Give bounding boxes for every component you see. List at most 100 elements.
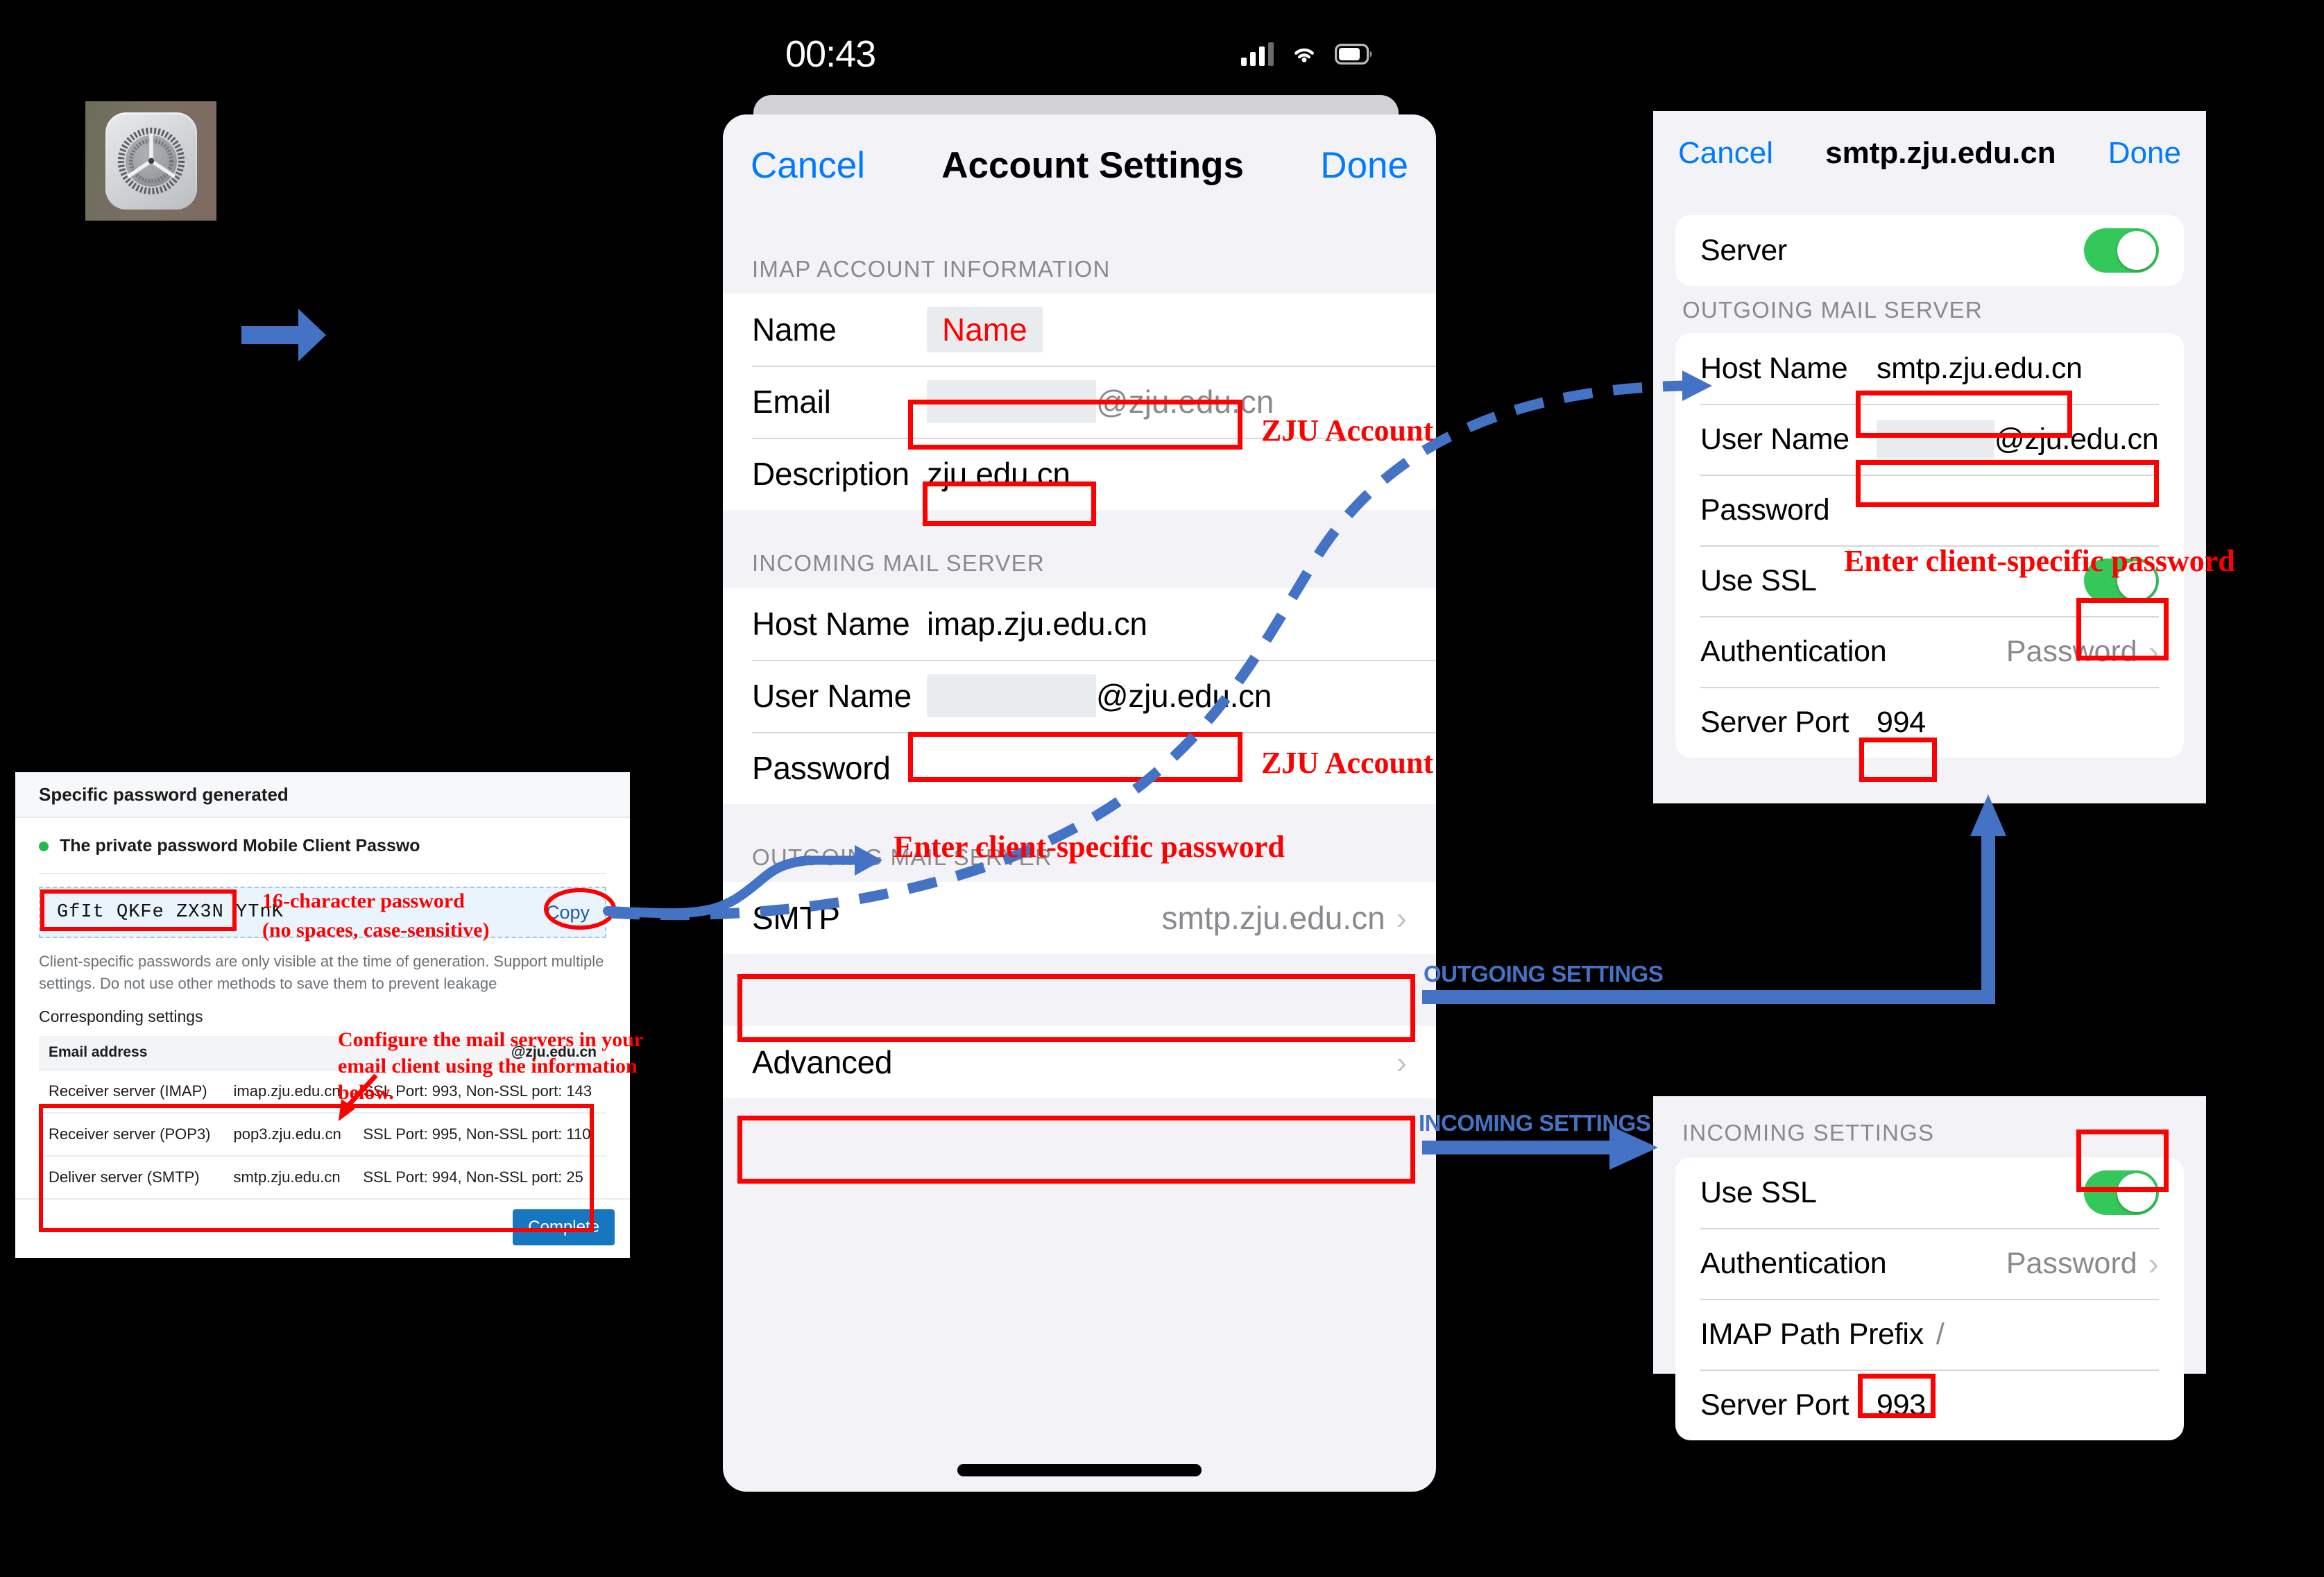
- chevron-right-icon: ›: [1396, 1044, 1407, 1080]
- smtp-page-title: smtp.zju.edu.cn: [1825, 136, 2056, 170]
- row-name[interactable]: Name Name: [723, 293, 1436, 366]
- ios-status-bar: 00:43: [723, 19, 1436, 89]
- row-email-value[interactable]: @zju.edu.cn: [1096, 384, 1274, 420]
- inc-row-server-port-value[interactable]: 993: [1877, 1388, 1926, 1422]
- smtp-cancel-button[interactable]: Cancel: [1678, 136, 1773, 170]
- row-host-name-value[interactable]: imap.zju.edu.cn: [927, 606, 1147, 642]
- cell-server-ports: SSL Port: 995, Non-SSL port: 110: [353, 1111, 606, 1156]
- row-name-value[interactable]: Name: [942, 312, 1027, 348]
- inc-row-use-ssl[interactable]: Use SSL: [1675, 1157, 2184, 1228]
- smtp-row-authentication[interactable]: Authentication Password ›: [1675, 616, 2184, 687]
- chevron-right-icon: ›: [2148, 633, 2159, 670]
- cell-server-ports: SSL Port: 994, Non-SSL port: 25: [353, 1154, 606, 1198]
- row-server[interactable]: Server: [1675, 215, 2184, 286]
- smtp-row-host-name[interactable]: Host Name smtp.zju.edu.cn: [1675, 333, 2184, 404]
- complete-button[interactable]: Complete: [513, 1209, 615, 1245]
- row-user-name-label: User Name: [752, 678, 912, 714]
- row-email-label: Email: [752, 384, 831, 420]
- row-user-name-value[interactable]: @zju.edu.cn: [1096, 678, 1272, 714]
- home-indicator[interactable]: [957, 1464, 1202, 1476]
- server-toggle[interactable]: [2084, 228, 2159, 273]
- cell-server-name: Deliver server (SMTP): [39, 1154, 224, 1198]
- annotation-configure-1: Configure the mail servers in your: [338, 1028, 644, 1051]
- password-note: Client-specific passwords are only visib…: [39, 953, 604, 992]
- smtp-row-user-name-label: User Name: [1700, 422, 1849, 456]
- copy-button[interactable]: Copy: [545, 901, 590, 923]
- status-dot-icon: [39, 841, 49, 851]
- th-email-domain: @zju.edu.cn: [353, 1035, 606, 1070]
- row-description-value[interactable]: zju.edu.cn: [927, 456, 1070, 492]
- smtp-row-server-port[interactable]: Server Port 994: [1675, 687, 2184, 758]
- smtp-done-button[interactable]: Done: [2108, 136, 2181, 170]
- cell-server-host: pop3.zju.edu.cn: [223, 1111, 354, 1156]
- gear-glyph-icon: [117, 127, 185, 195]
- cellular-bars-icon: [1241, 42, 1274, 66]
- inc-row-server-port[interactable]: Server Port 993: [1675, 1370, 2184, 1440]
- smtp-row-server-port-value[interactable]: 994: [1877, 705, 1926, 739]
- inc-row-imap-path-prefix-label: IMAP Path Prefix: [1700, 1317, 1924, 1351]
- inc-row-use-ssl-label: Use SSL: [1700, 1175, 1817, 1209]
- smtp-navbar: Cancel smtp.zju.edu.cn Done: [1653, 111, 2206, 196]
- section-header-imap-account: IMAP ACCOUNT INFORMATION: [752, 256, 1111, 282]
- row-name-label: Name: [752, 312, 837, 348]
- smtp-row-use-ssl[interactable]: Use SSL: [1675, 545, 2184, 616]
- smtp-outgoing-group: Host Name smtp.zju.edu.cn User Name @zju…: [1675, 333, 2184, 758]
- cell-server-name: Receiver server (IMAP): [39, 1068, 224, 1113]
- corresponding-settings-subtitle: Corresponding settings: [39, 1007, 203, 1025]
- cell-server-name: Receiver server (POP3): [39, 1111, 224, 1156]
- chevron-right-icon: ›: [1396, 900, 1407, 936]
- dialog-title: Specific password generated: [15, 772, 630, 818]
- row-smtp-value: smtp.zju.edu.cn: [1161, 900, 1385, 936]
- smtp-row-password[interactable]: Password: [1675, 475, 2184, 545]
- inc-row-server-port-label: Server Port: [1700, 1388, 1849, 1422]
- dialog-footer: Complete: [15, 1198, 630, 1258]
- use-ssl-toggle[interactable]: [2084, 559, 2159, 603]
- generated-password-value[interactable]: GfIt QKFe ZX3N YTnK: [57, 902, 284, 923]
- annotation-configure-3: below.: [338, 1081, 394, 1104]
- smtp-row-host-name-value[interactable]: smtp.zju.edu.cn: [1877, 351, 2083, 385]
- smtp-row-password-label: Password: [1700, 493, 1830, 527]
- inc-row-imap-path-prefix[interactable]: IMAP Path Prefix /: [1675, 1299, 2184, 1370]
- row-advanced-label: Advanced: [752, 1044, 893, 1080]
- row-smtp[interactable]: SMTP smtp.zju.edu.cn ›: [723, 882, 1436, 954]
- row-description[interactable]: Description zju.edu.cn: [723, 438, 1436, 510]
- th-email-address: Email address: [39, 1035, 224, 1070]
- row-user-name[interactable]: User Name @zju.edu.cn: [723, 660, 1436, 732]
- row-password-label: Password: [752, 750, 891, 786]
- cancel-button[interactable]: Cancel: [751, 144, 865, 186]
- account-settings-sheet: Cancel Account Settings Done IMAP ACCOUN…: [723, 114, 1436, 1492]
- inc-row-imap-path-prefix-value[interactable]: /: [1936, 1317, 1945, 1351]
- incoming-use-ssl-toggle[interactable]: [2084, 1170, 2159, 1215]
- row-advanced[interactable]: Advanced ›: [723, 1026, 1436, 1098]
- table-row: Deliver server (SMTP) smtp.zju.edu.cn SS…: [39, 1154, 606, 1198]
- ios-settings-gear-icon: [85, 101, 216, 221]
- imap-account-group: Name Name Email @zju.edu.cn Description …: [723, 293, 1436, 510]
- table-header-row: Email address @zju.edu.cn: [39, 1035, 606, 1070]
- annotation-password-note: Enter client-specific password: [894, 830, 1285, 864]
- gear-icon-tile: [105, 112, 197, 210]
- incoming-section-header: INCOMING SETTINGS: [1682, 1120, 1935, 1145]
- cell-server-host: imap.zju.edu.cn: [223, 1068, 354, 1113]
- section-header-incoming-mail-server: INCOMING MAIL SERVER: [752, 550, 1045, 576]
- row-server-label: Server: [1700, 233, 1787, 267]
- row-host-name[interactable]: Host Name imap.zju.edu.cn: [723, 588, 1436, 660]
- smtp-row-authentication-value: Password: [2006, 634, 2137, 668]
- smtp-row-user-name[interactable]: User Name @zju.edu.cn: [1675, 404, 2184, 475]
- smtp-row-user-name-value[interactable]: @zju.edu.cn: [1994, 422, 2159, 456]
- th-blank: [223, 1035, 354, 1070]
- advanced-group: Advanced ›: [723, 1026, 1436, 1098]
- dialog-bullet-line: The private password Mobile Client Passw…: [39, 836, 606, 856]
- row-smtp-label: SMTP: [752, 900, 840, 936]
- done-button[interactable]: Done: [1320, 144, 1408, 186]
- chevron-right-icon: ›: [2148, 1245, 2159, 1281]
- specific-password-dialog: Specific password generated The private …: [15, 772, 630, 1258]
- annotation-password-length-1: 16-character password: [262, 889, 465, 912]
- annotation-outgoing-settings: OUTGOING SETTINGS: [1424, 961, 1664, 987]
- inc-row-authentication[interactable]: Authentication Password ›: [1675, 1228, 2184, 1299]
- annotation-username-note: ZJU Account: [1261, 746, 1434, 780]
- row-host-name-label: Host Name: [752, 606, 910, 642]
- table-row: Receiver server (POP3) pop3.zju.edu.cn S…: [39, 1111, 606, 1156]
- annotation-incoming-settings: INCOMING SETTINGS: [1419, 1110, 1651, 1136]
- cell-server-host: smtp.zju.edu.cn: [223, 1154, 354, 1198]
- dialog-bullet-text: The private password Mobile Client Passw…: [60, 836, 420, 855]
